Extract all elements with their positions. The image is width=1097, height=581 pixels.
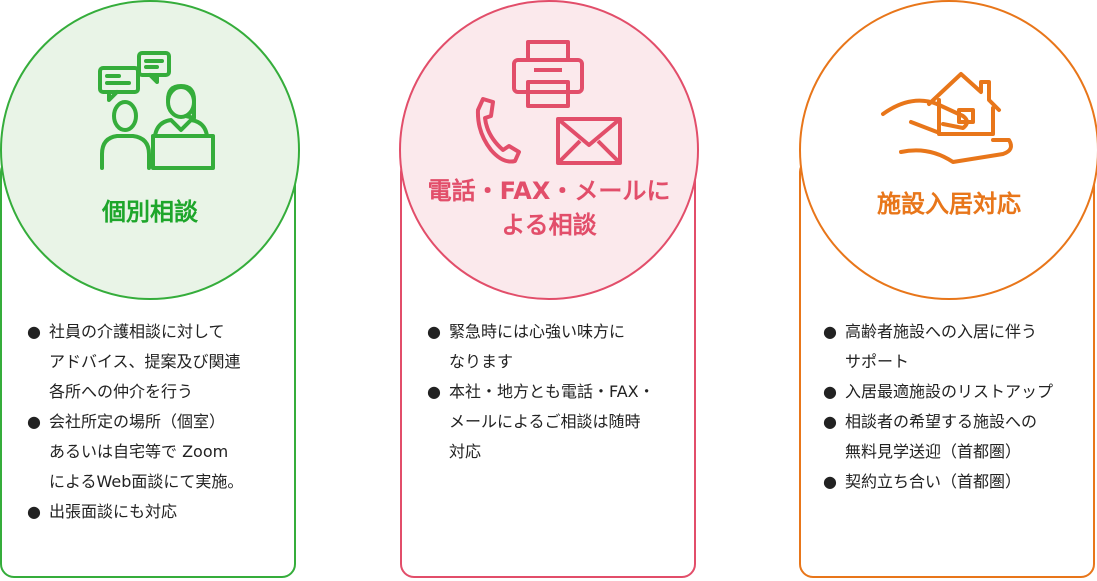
- list-item: ● 相談者の希望する施設への 無料見学送迎（首都圏）: [823, 412, 1038, 461]
- list-item: ● 入居最適施設のリストアップ: [823, 382, 1054, 401]
- individual-consultation-circle: 個別相談: [0, 0, 300, 300]
- consultation-chat-icon: [98, 51, 215, 170]
- list-item: ● 会社所定の場所（個室） あるいは自宅等で Zoom によるWeb面談にて実施…: [27, 412, 244, 491]
- hand-house-icon: [881, 72, 1013, 164]
- feature-list: ● 社員の介護相談に対して アドバイス、提案及び関連 各所への仲介を行う ● 会…: [27, 317, 289, 527]
- card-title: 個別相談: [102, 198, 198, 226]
- list-item: ● 出張面談にも対応: [27, 502, 178, 521]
- phone-fax-mail-circle: 電話・FAX・メールに よる相談: [399, 0, 699, 300]
- list-item: ● 緊急時には心強い味方に なります: [427, 322, 626, 371]
- feature-list: ● 緊急時には心強い味方に なります ● 本社・地方とも電話・FAX・ メールに…: [427, 317, 689, 467]
- list-item: ● 高齢者施設への入居に伴う サポート: [823, 322, 1038, 371]
- card-title: 電話・FAX・メールに よる相談: [427, 177, 671, 239]
- phone-icon: [475, 97, 521, 164]
- printer-icon: [512, 40, 584, 108]
- list-item: ● 契約立ち合い（首都圏）: [823, 472, 1022, 491]
- envelope-icon: [556, 117, 622, 165]
- feature-list: ● 高齢者施設への入居に伴う サポート ● 入居最適施設のリストアップ ● 相談…: [823, 317, 1091, 497]
- card-title: 施設入居対応: [877, 190, 1021, 218]
- list-item: ● 本社・地方とも電話・FAX・ メールによるご相談は随時 対応: [427, 382, 655, 461]
- list-item: ● 社員の介護相談に対して アドバイス、提案及び関連 各所への仲介を行う: [27, 322, 241, 401]
- facility-admission-circle: 施設入居対応: [799, 0, 1097, 300]
